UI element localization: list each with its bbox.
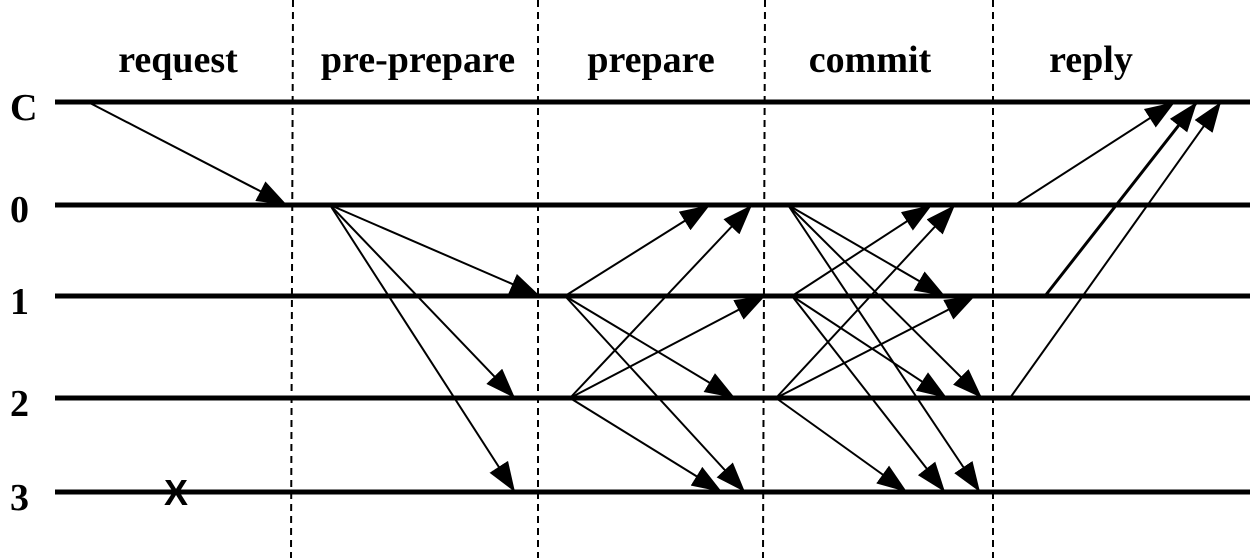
- commit-message-0-to-1: [787, 204, 946, 297]
- node-label-0: 0: [10, 189, 29, 231]
- pre-prepare-message-0-to-1: [329, 204, 541, 297]
- reply-message-1-to-C: [1043, 101, 1199, 297]
- prepare-message-1-to-0: [564, 204, 711, 297]
- request-message-C-to-0: [87, 101, 288, 206]
- prepare-message-2-to-3: [569, 397, 723, 493]
- phase-divider: [290, 0, 294, 558]
- phase-divider: [762, 0, 766, 558]
- phase-label-reply: reply: [1049, 39, 1133, 81]
- prepare-message-2-to-1: [569, 295, 766, 399]
- phase-label-prepare: prepare: [587, 39, 715, 81]
- node-label-1: 1: [10, 281, 29, 323]
- commit-message-2-to-0: [775, 204, 956, 399]
- commit-message-2-to-3: [775, 397, 908, 493]
- commit-message-1-to-3: [791, 295, 946, 493]
- phase-label-pre-prepare: pre-prepare: [320, 39, 516, 81]
- commit-message-2-to-1: [775, 295, 976, 399]
- commit-message-1-to-2: [791, 295, 948, 399]
- phase-label-request: request: [118, 39, 238, 81]
- node-label-3: 3: [10, 477, 29, 519]
- commit-message-0-to-2: [787, 204, 983, 399]
- node-label-client: C: [10, 87, 38, 129]
- reply-message-2-to-C: [1009, 101, 1222, 399]
- prepare-message-1-to-3: [564, 295, 746, 493]
- failed-replica-marker: X: [163, 472, 189, 513]
- prepare-message-2-to-0: [569, 204, 753, 399]
- commit-message-1-to-0: [791, 204, 933, 297]
- prepare-message-1-to-2: [564, 295, 736, 399]
- phase-label-commit: commit: [808, 39, 932, 81]
- reply-message-0-to-C: [1014, 101, 1176, 206]
- node-label-2: 2: [10, 383, 29, 425]
- commit-message-0-to-3: [787, 204, 981, 493]
- pre-prepare-message-0-to-2: [329, 204, 516, 399]
- pre-prepare-message-0-to-3: [329, 204, 516, 493]
